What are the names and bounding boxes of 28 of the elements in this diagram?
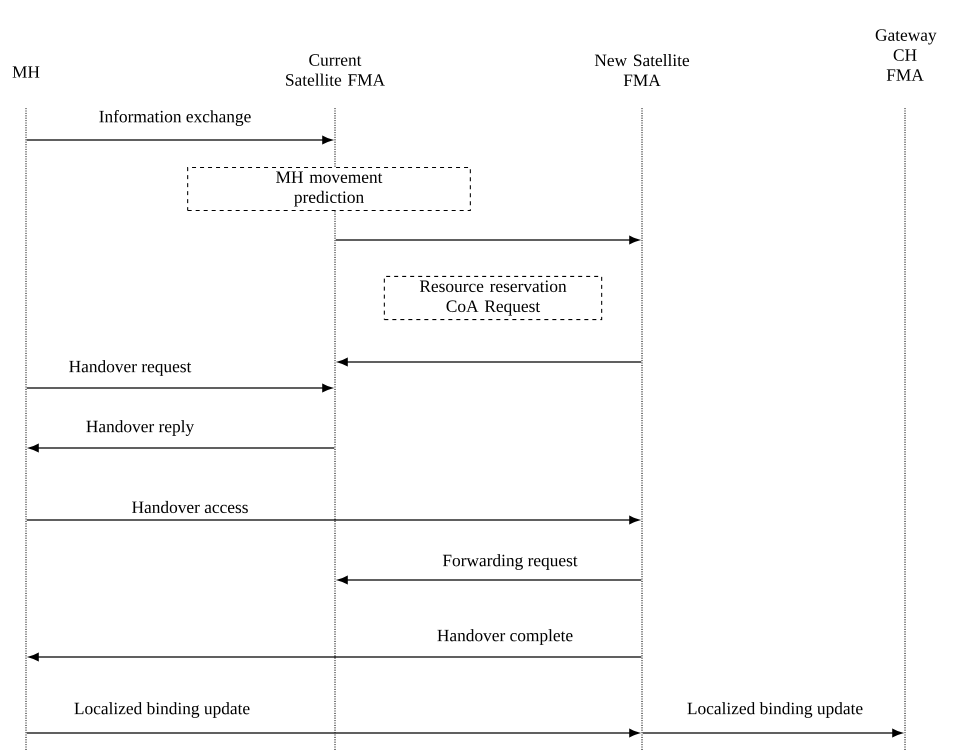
participant-label: MH (12, 66, 40, 78)
arrow (28, 652, 642, 662)
dashed-box: Resource reservation CoA Request (384, 276, 602, 320)
arrow (28, 444, 334, 452)
participant-label: New Satellite FMA (594, 54, 690, 86)
arrow (26, 384, 332, 392)
edge-label: Forwarding request (441, 552, 579, 572)
edge-label: Handover request (67, 358, 193, 378)
arrow (26, 728, 640, 738)
arrow (336, 236, 640, 244)
edge-label: Localized binding update (72, 700, 252, 720)
arrow (26, 136, 332, 144)
lifeline (904, 108, 906, 750)
lifeline (641, 108, 643, 750)
lifeline (334, 108, 336, 750)
lifeline (25, 108, 27, 750)
edge-label: Information exchange (97, 108, 253, 128)
edge-label: Localized binding update (686, 700, 864, 720)
participant-label: Current Satellite FMA (286, 54, 385, 86)
arrow (642, 728, 902, 738)
arrow (26, 516, 640, 524)
participant-label: Gateway CH FMA (876, 29, 937, 81)
arrow (338, 576, 642, 584)
edge-label: Handover complete (436, 628, 574, 646)
dashed-box: MH movement prediction (187, 166, 471, 212)
arrow (338, 358, 642, 366)
edge-label: Handover access (130, 500, 250, 514)
edge-label: Handover reply (84, 418, 196, 438)
